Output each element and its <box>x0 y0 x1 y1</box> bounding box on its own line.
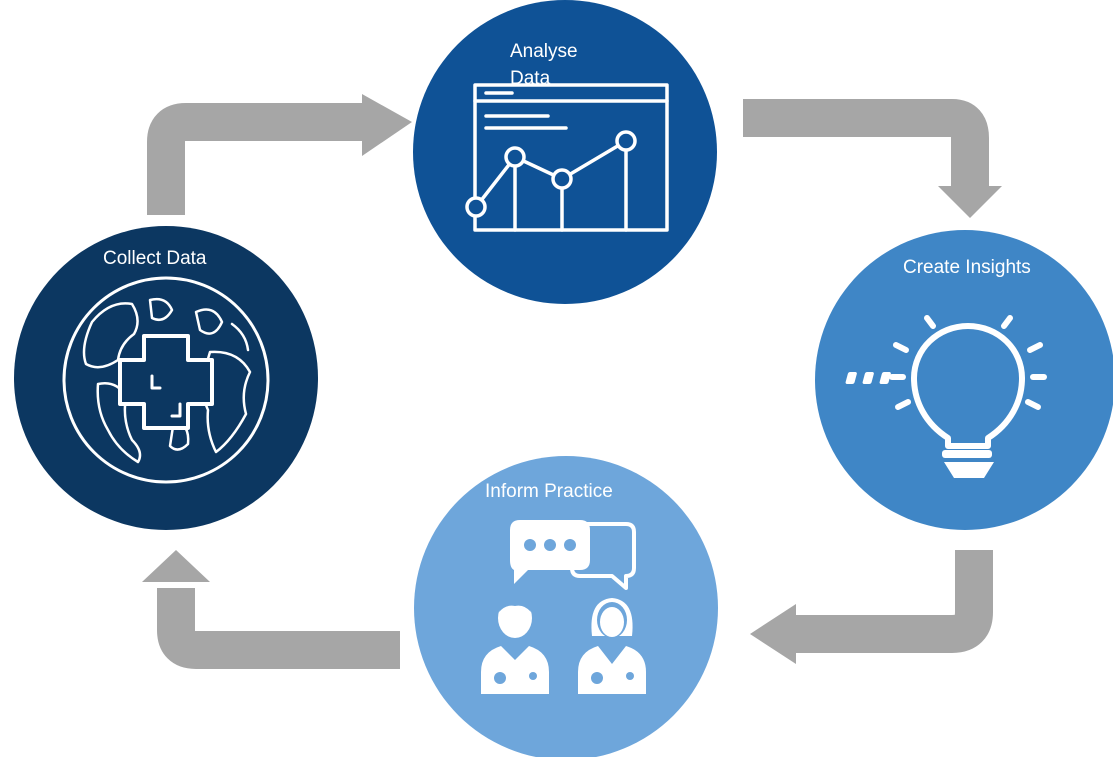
male-doctor-icon <box>481 596 549 694</box>
node-create-insights: Create Insights <box>815 230 1113 530</box>
globe-medical-cross-icon <box>62 276 270 484</box>
arrow-insights-to-practice <box>750 550 993 664</box>
node-insights-label: Create Insights <box>903 257 1031 278</box>
line-chart-icon <box>465 83 669 232</box>
arrow-practice-to-collect <box>142 550 400 669</box>
node-collect-label: Collect Data <box>103 248 207 269</box>
node-insights-circle <box>815 230 1113 530</box>
female-doctor-icon <box>578 598 646 694</box>
node-inform-practice: Inform Practice <box>414 456 718 757</box>
node-analyse-label-line1: Analyse <box>510 41 578 62</box>
arrow-collect-to-analyse <box>147 94 412 215</box>
arrow-analyse-to-insights <box>743 99 1002 218</box>
node-analyse-circle <box>413 0 717 304</box>
node-practice-label: Inform Practice <box>485 481 613 502</box>
doctors-chat-icon <box>481 520 646 694</box>
node-collect-data: Collect Data <box>14 226 318 530</box>
lightbulb-icon <box>845 315 1047 478</box>
node-analyse-data: Analyse Data <box>413 0 717 304</box>
